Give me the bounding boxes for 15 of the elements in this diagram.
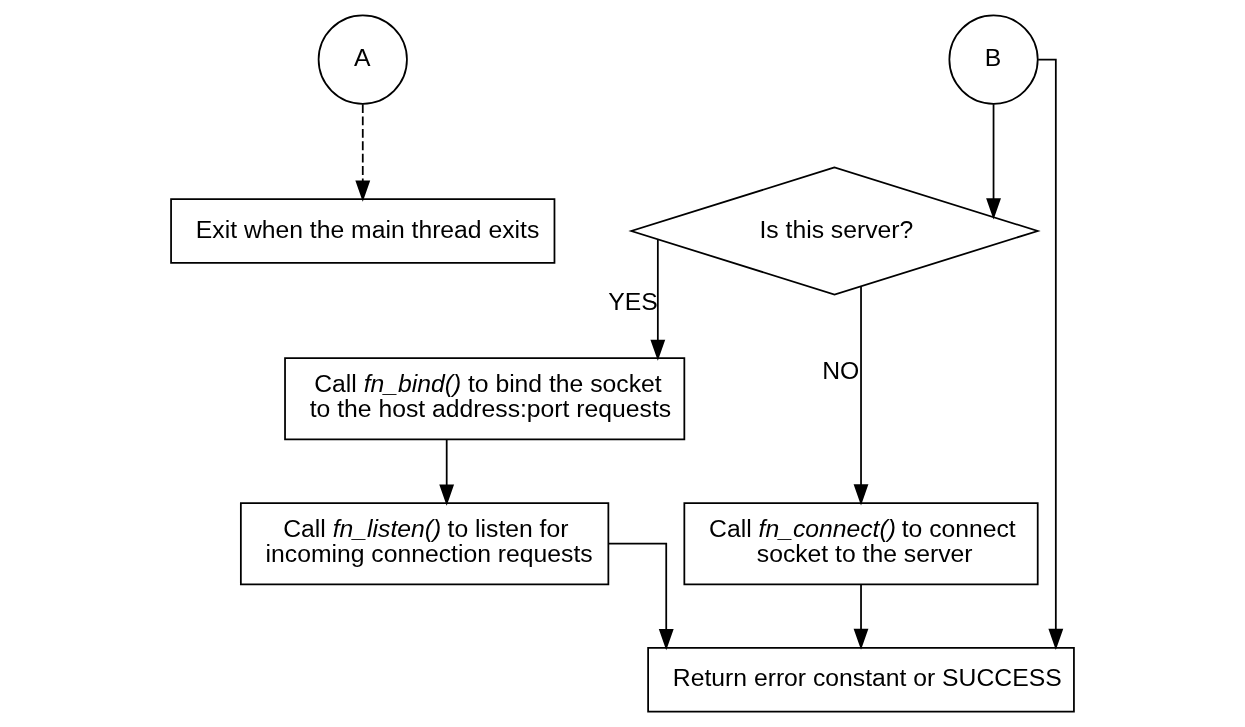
arrow	[650, 238, 666, 361]
node-box: Exit when the main thread exits	[170, 198, 556, 264]
arrow	[355, 103, 371, 202]
node-box: Call fn_bind() to bind the socket to the host address:port requests	[284, 357, 686, 441]
edge-label: NO	[822, 357, 860, 385]
arrow	[853, 286, 869, 506]
node-box: Call fn_listen() to listen for incoming connection requests	[239, 502, 610, 586]
node-box: Return error constant or SUCCESS	[647, 647, 1075, 713]
arrow	[439, 439, 455, 506]
node-box: Call fn_connect() to connect socket to the server	[683, 502, 1039, 586]
node-circle: A	[317, 14, 408, 105]
arrow	[608, 542, 674, 651]
arrow	[986, 103, 1001, 220]
node-circle: B	[948, 14, 1039, 105]
arrow	[853, 583, 869, 650]
